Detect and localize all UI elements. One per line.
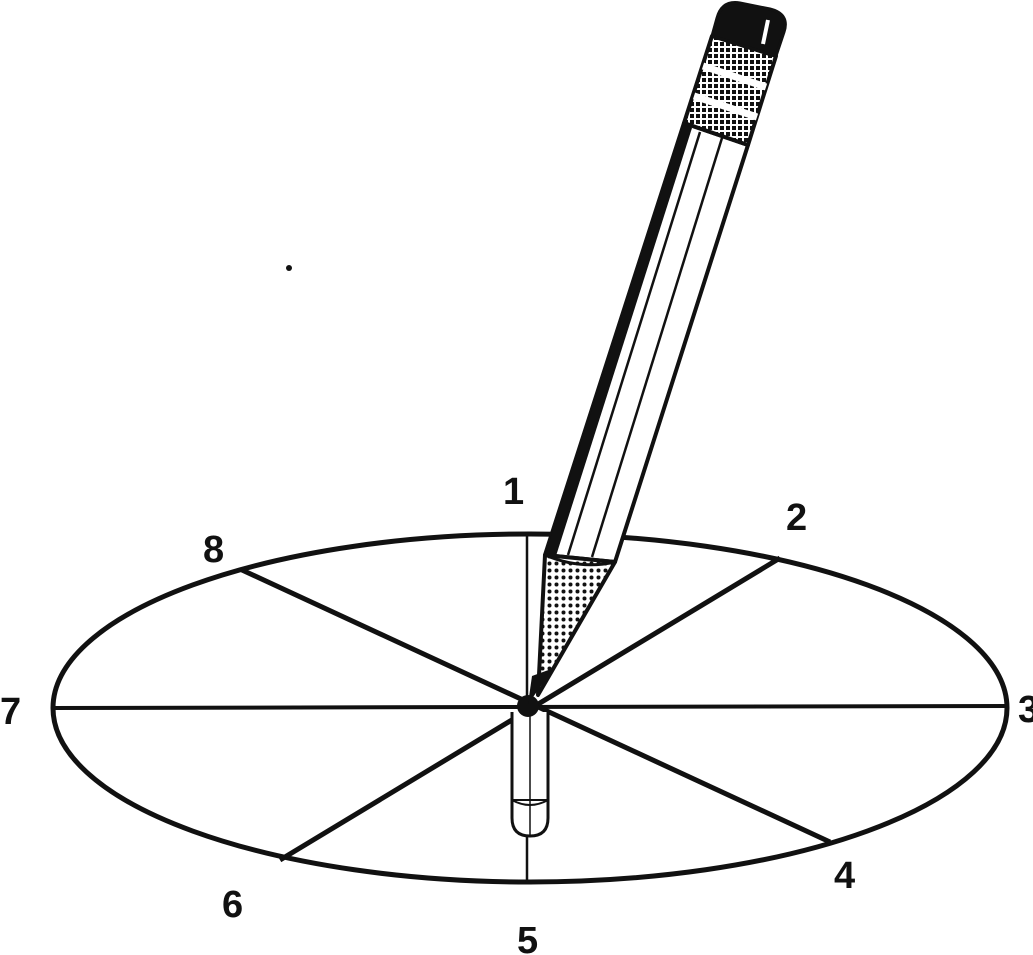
pencil-shadow — [510, 712, 550, 838]
center-point — [517, 695, 539, 717]
direction-label-5: 5 — [517, 920, 538, 955]
stray-dot — [286, 265, 292, 271]
direction-label-7: 7 — [0, 691, 21, 733]
direction-label-8: 8 — [203, 529, 224, 571]
direction-label-1: 1 — [503, 471, 524, 513]
direction-label-6: 6 — [222, 884, 243, 926]
direction-label-4: 4 — [834, 855, 855, 897]
direction-label-2: 2 — [786, 497, 807, 539]
direction-label-3: 3 — [1018, 689, 1033, 731]
pencil-icon — [528, 1, 787, 704]
